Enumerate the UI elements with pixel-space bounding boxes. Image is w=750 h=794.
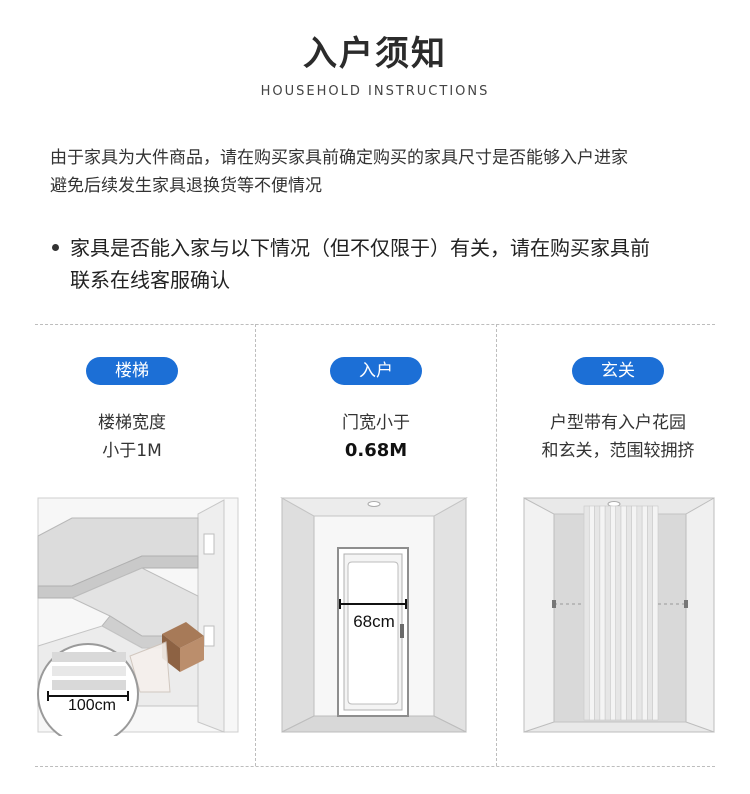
staircase-icon: 100cm [37, 497, 239, 736]
folding-door-panels [583, 505, 659, 721]
column-divider-1 [255, 324, 256, 766]
page-title: 入户须知 [303, 34, 447, 74]
card-stairs-desc-line-2: 小于1M [102, 441, 162, 461]
door-width-label: 68cm [353, 612, 395, 631]
notice-paragraph: 家具是否能入家与以下情况（但不仅限于）有关，请在购买家具前 联系在线客服确认 [50, 232, 730, 296]
card-stairs-desc-line-1: 楼梯宽度 [98, 413, 166, 433]
folding-door-pleat [599, 505, 606, 721]
column-divider-2 [496, 324, 497, 766]
folding-door-pleat [583, 505, 590, 721]
folding-door-pleat [647, 505, 654, 721]
bottom-divider [35, 766, 715, 767]
folding-door-pleat [610, 505, 617, 721]
card-foyer: 玄关 户型带有入户花园 和玄关，范围较拥挤 [498, 324, 738, 766]
card-stairs: 楼梯 楼梯宽度 小于1M 100cm [12, 324, 252, 766]
notice-line-1: 家具是否能入家与以下情况（但不仅限于）有关，请在购买家具前 [70, 236, 650, 260]
card-entrance-desc-line-1: 门宽小于 [342, 413, 410, 433]
folding-door-pleat [604, 505, 611, 721]
door-icon: 68cm [280, 497, 468, 733]
card-foyer-desc: 户型带有入户花园 和玄关，范围较拥挤 [498, 409, 738, 465]
card-stairs-desc: 楼梯宽度 小于1M [12, 409, 252, 465]
card-entrance: 入户 门宽小于 0.68M 68cm [256, 324, 496, 766]
card-entrance-desc: 门宽小于 0.68M [256, 409, 496, 465]
card-foyer-desc-line-2: 和玄关，范围较拥挤 [541, 441, 695, 461]
notice-line-2: 联系在线客服确认 [70, 268, 230, 292]
folding-door-pleat [636, 505, 643, 721]
folding-door-pleat [594, 505, 601, 721]
top-divider [35, 324, 715, 325]
card-entrance-desc-line-2: 0.68M [344, 440, 408, 461]
card-foyer-desc-line-1: 户型带有入户花园 [550, 413, 686, 433]
folding-door-icon [523, 497, 715, 733]
page-subtitle: HOUSEHOLD INSTRUCTIONS [260, 84, 490, 99]
tag-entrance: 入户 [330, 357, 422, 385]
tag-foyer: 玄关 [572, 357, 664, 385]
folding-door-pleat [631, 505, 638, 721]
tag-stairs: 楼梯 [86, 357, 178, 385]
bullet-icon [52, 244, 59, 251]
folding-door-pleat [641, 505, 648, 721]
folding-door-pleat [615, 505, 622, 721]
folding-door-pleat [620, 505, 627, 721]
folding-door-pleat [625, 505, 632, 721]
intro-paragraph: 由于家具为大件商品，请在购买家具前确定购买的家具尺寸是否能够入户进家 避免后续发… [50, 144, 720, 200]
folding-door-pleat [588, 505, 595, 721]
intro-line-2: 避免后续发生家具退换货等不便情况 [50, 176, 322, 196]
intro-line-1: 由于家具为大件商品，请在购买家具前确定购买的家具尺寸是否能够入户进家 [50, 148, 628, 168]
folding-door-pleat [652, 505, 659, 721]
stairs-width-label: 100cm [68, 697, 116, 714]
